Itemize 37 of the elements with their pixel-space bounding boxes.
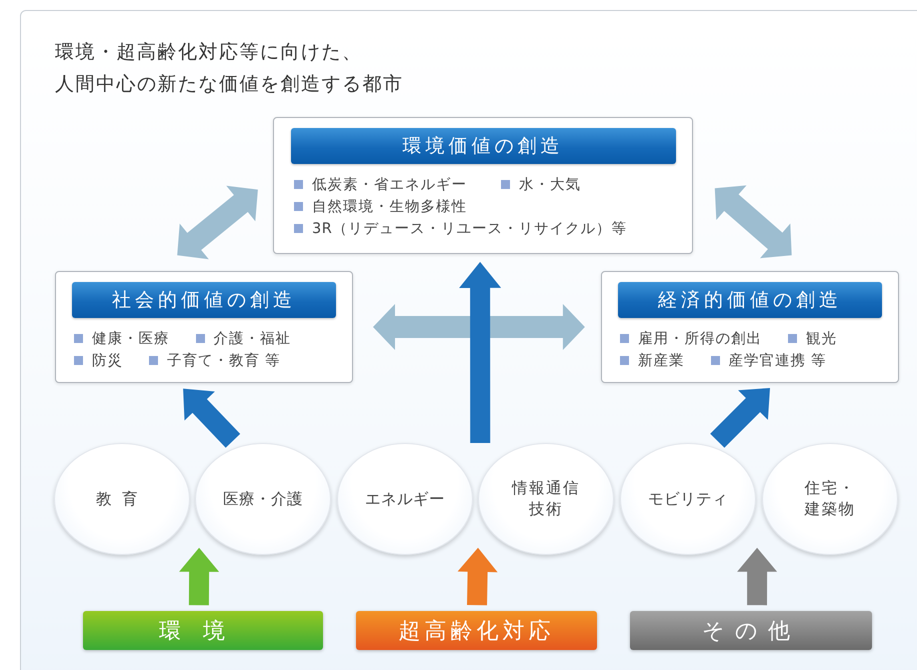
- title-text: 環境・超高齢化対応等に向けた、人間中心の新たな価値を創造する都市: [55, 40, 404, 97]
- list-item-text: 介護・福祉: [214, 330, 291, 348]
- circle-label: 情報通信技術: [512, 478, 580, 520]
- value-card: [55, 271, 353, 383]
- double-arrow: [714, 185, 792, 258]
- list-item-text: 観光: [806, 330, 837, 348]
- card-header: 社会的価値の創造: [72, 282, 336, 318]
- list-item-text: 子育て・教育 等: [167, 352, 281, 370]
- arrow: [710, 388, 770, 448]
- double-arrow: [177, 186, 258, 260]
- list-item-text: 新産業: [638, 352, 684, 370]
- arrow: [183, 388, 240, 448]
- list-item-text: 健康・医療: [92, 330, 170, 348]
- double-arrow: [373, 304, 585, 350]
- card-header: 経済的価値の創造: [618, 282, 882, 318]
- category-bar: 超高齢化対応: [356, 611, 597, 650]
- circle-label: 住宅・建築物: [803, 478, 856, 520]
- list-item-text: 3R（リデュース・リユース・リサイクル）等: [312, 220, 627, 238]
- list-item-text: 雇用・所得の創出: [638, 330, 762, 348]
- circle-label: エネルギー: [365, 488, 445, 510]
- list-item-text: 低炭素・省エネルギー: [312, 176, 467, 194]
- list-item-text: 水・大気: [519, 176, 581, 194]
- arrow: [179, 548, 220, 606]
- list-item-text: 防災: [92, 352, 123, 370]
- circle-label: 教育: [96, 488, 148, 510]
- card-header: 環境価値の創造: [290, 128, 676, 164]
- arrow: [458, 548, 498, 606]
- category-bar: 環境: [83, 611, 323, 650]
- arrow: [459, 262, 502, 443]
- circle-label: モビリティ: [648, 488, 728, 510]
- arrow: [737, 548, 778, 606]
- value-card: [601, 271, 899, 383]
- circle-label: 医療・介護: [223, 488, 303, 510]
- list-item-text: 自然環境・生物多様性: [312, 198, 467, 216]
- list-item-text: 産学官連携 等: [728, 352, 827, 370]
- value-card: [273, 117, 693, 254]
- category-bar: その他: [630, 611, 872, 650]
